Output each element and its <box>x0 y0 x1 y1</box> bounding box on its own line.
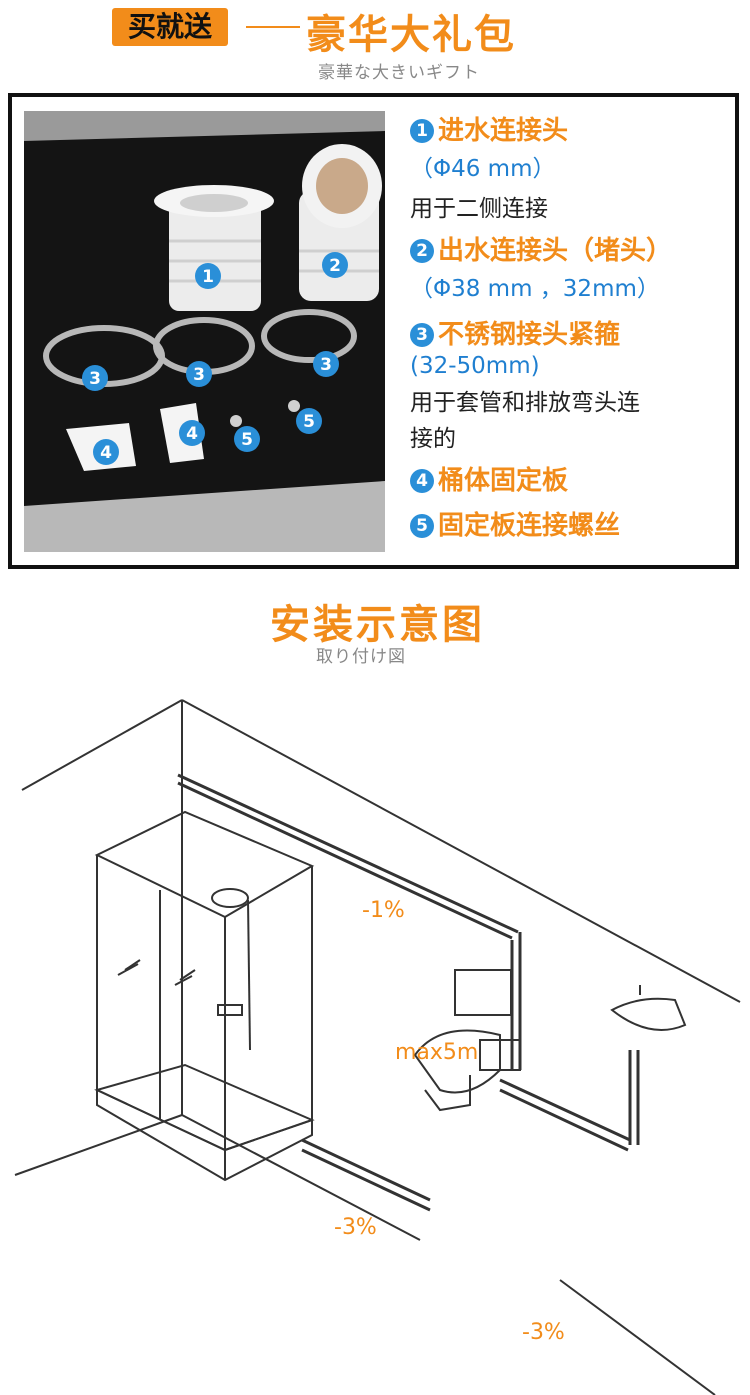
marker-label: 3 <box>193 365 205 385</box>
max-length-label: max5m <box>395 1040 479 1065</box>
marker-label: 5 <box>303 412 315 432</box>
gift-title: 豪华大礼包 <box>306 12 516 58</box>
parts-photo: 1 2 3 3 3 4 4 5 5 <box>24 111 385 552</box>
inlet-connector <box>154 185 274 311</box>
install-subtitle: 取り付け図 <box>316 647 406 667</box>
item-spec: （Φ38 mm ，32mm） <box>410 276 660 302</box>
marker-label: 1 <box>202 267 214 287</box>
item-number-badge: 4 <box>410 469 434 493</box>
gift-subtitle: 豪華な大きいギフト <box>318 63 480 83</box>
screws <box>230 400 300 427</box>
marker-label: 5 <box>241 430 253 450</box>
item-desc: 接的 <box>410 426 456 452</box>
item-number-badge: 3 <box>410 323 434 347</box>
item-desc: 用于套管和排放弯头连 <box>410 390 640 416</box>
item-title: 固定板连接螺丝 <box>438 511 621 541</box>
slope-label-left: -3% <box>334 1215 377 1240</box>
parts-illustration: 1 2 3 3 3 4 4 5 5 <box>24 111 385 552</box>
slope-label-right: -3% <box>522 1320 565 1345</box>
outlet-connector <box>299 144 382 301</box>
item-title: 进水连接头 <box>438 116 569 146</box>
slope-label-top: -1% <box>362 898 405 923</box>
item-spec: （Φ46 mm） <box>410 156 556 182</box>
marker-label: 3 <box>89 369 101 389</box>
item-desc: 用于二侧连接 <box>410 196 548 222</box>
photo-markers: 1 2 3 3 3 4 4 5 5 <box>82 252 348 465</box>
sink <box>610 985 687 1031</box>
title-dash <box>246 26 300 28</box>
item-title: 桶体固定板 <box>438 466 569 496</box>
toilet <box>413 969 521 1112</box>
item-title: 出水连接头（堵头） <box>438 236 673 266</box>
marker-label: 3 <box>320 355 332 375</box>
install-title: 安装示意图 <box>270 602 485 648</box>
shower-cabin <box>94 810 315 1182</box>
item-number-badge: 5 <box>410 514 434 538</box>
item-spec: (32-50mm) <box>410 353 540 379</box>
marker-label: 2 <box>329 256 341 276</box>
installation-diagram <box>14 699 741 1395</box>
marker-label: 4 <box>186 424 198 444</box>
marker-label: 4 <box>100 443 112 463</box>
gift-tag: 买就送 <box>112 8 228 46</box>
item-title: 不锈钢接头紧箍 <box>438 320 621 350</box>
item-number-badge: 1 <box>410 119 434 143</box>
item-number-badge: 2 <box>410 239 434 263</box>
gift-box-frame <box>8 93 739 569</box>
